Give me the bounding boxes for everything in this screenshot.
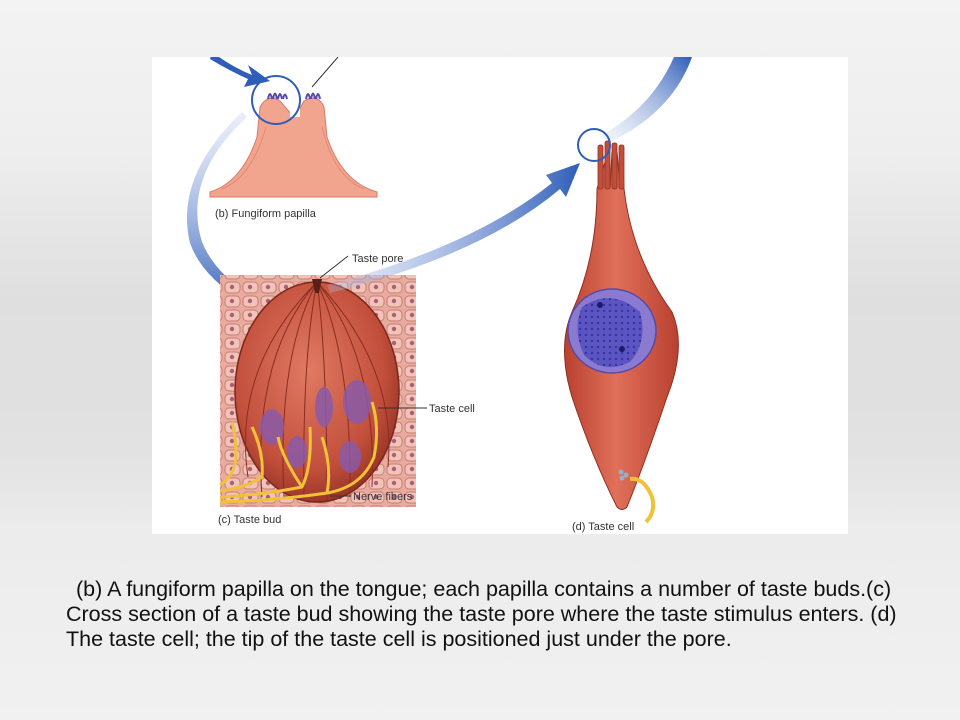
- arrow-pore-to-cell: [327, 163, 580, 293]
- taste-pore: [312, 279, 322, 293]
- papilla-pointer-line: [311, 57, 339, 88]
- label-taste-cell-pointer: Taste cell: [429, 403, 475, 415]
- taste-bud-cross-section: [219, 255, 427, 507]
- figure-canvas: (b) Fungiform papilla: [186, 57, 692, 533]
- taste-cell-nucleus: [577, 298, 643, 368]
- taste-cell-nerve-fiber: [629, 476, 656, 524]
- label-nerve-fibers: Nerve fibers: [353, 491, 413, 503]
- taste-cell-zoom-circle: [577, 128, 611, 162]
- arrow-top-right: [602, 57, 692, 143]
- papilla-taste-bud-left: [267, 92, 288, 100]
- microvilli: [597, 140, 625, 190]
- nerve-fibers: [219, 401, 379, 504]
- taste-cell: [564, 128, 679, 524]
- taste-bud-cell-nuclei: [260, 380, 371, 473]
- papilla-taste-bud-right: [305, 92, 321, 100]
- label-fungiform-papilla: (b) Fungiform papilla: [215, 208, 317, 220]
- fungiform-papilla: [209, 57, 378, 198]
- label-taste-pore: Taste pore: [352, 253, 403, 265]
- arrow-papilla-to-bud: [186, 112, 280, 315]
- label-taste-cell-panel: (d) Taste cell: [572, 521, 634, 533]
- label-taste-bud: (c) Taste bud: [218, 514, 281, 526]
- papilla-zoom-circle: [251, 75, 301, 125]
- taste-pore-pointer: [319, 255, 349, 279]
- figure-caption: (b) A fungiform papilla on the tongue; e…: [66, 577, 897, 651]
- arrow-top-left: [210, 57, 270, 87]
- taste-bud-figure: (b) Fungiform papilla: [152, 57, 848, 534]
- synaptic-vesicles: [618, 469, 629, 481]
